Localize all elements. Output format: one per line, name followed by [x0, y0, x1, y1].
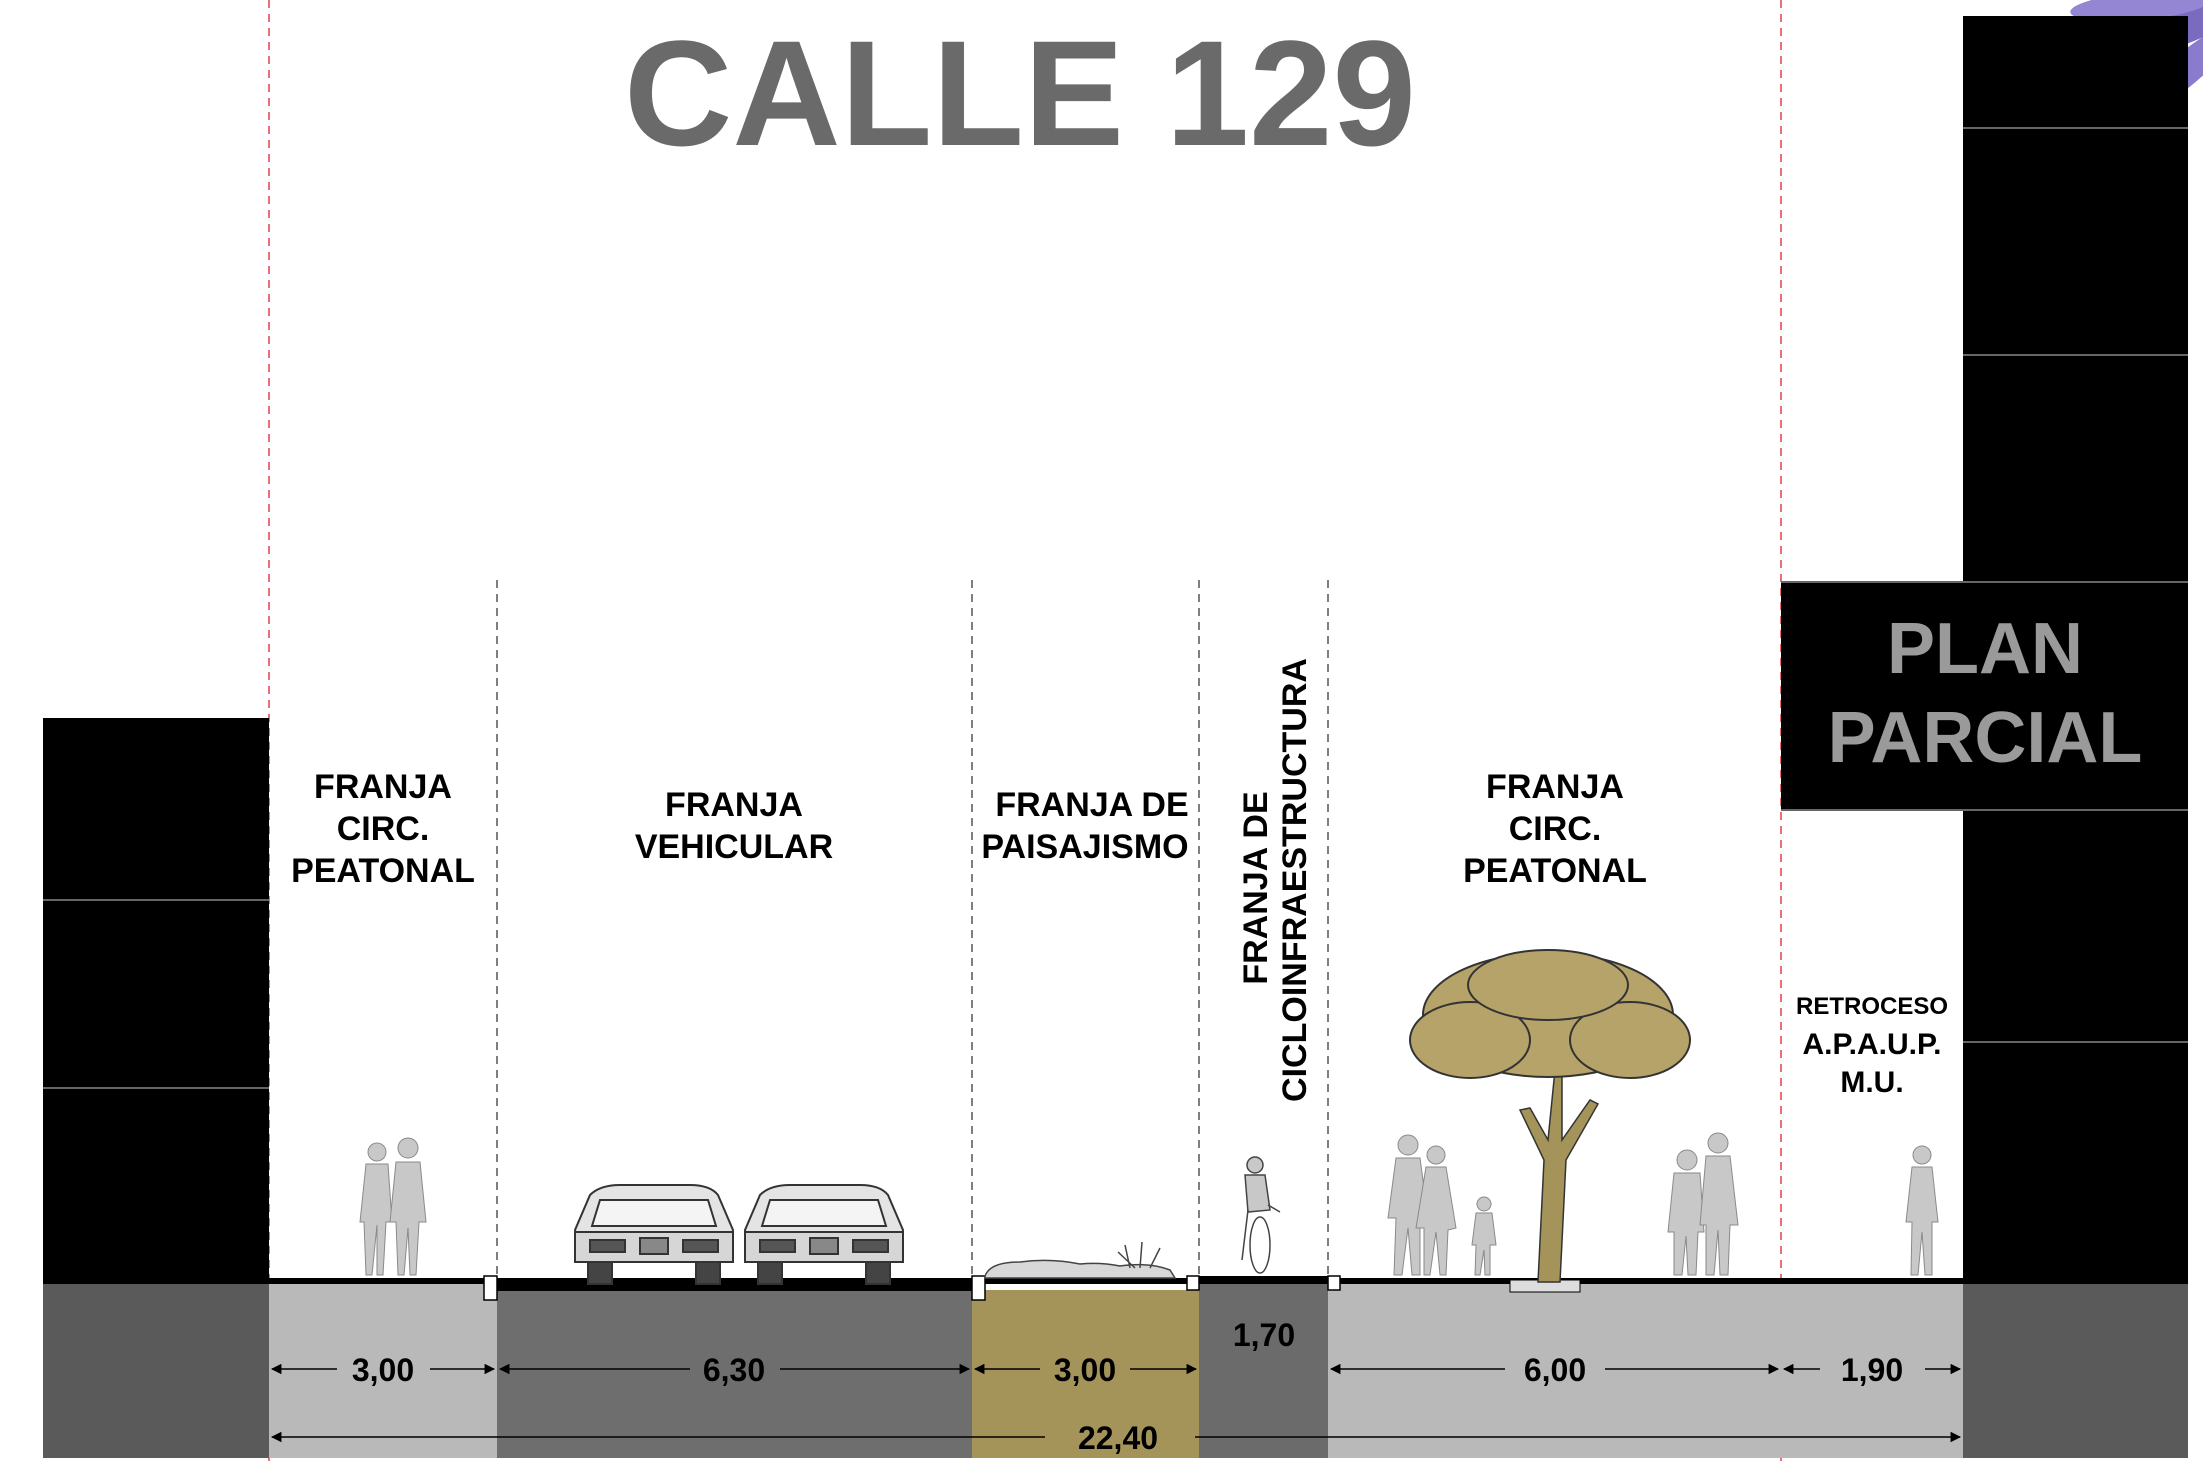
plan-parcial-box: PLAN PARCIAL	[1781, 581, 2188, 811]
label-retroceso-2: A.P.A.U.P.	[1803, 1028, 1942, 1061]
zone-labels: FRANJA CIRC. PEATONAL FRANJA VEHICULAR F…	[291, 658, 1948, 1102]
label-peatonal-left-1: FRANJA	[314, 768, 452, 806]
dim-retroceso: 1,90	[1841, 1352, 1903, 1388]
dim-total: 22,40	[1078, 1420, 1158, 1456]
car-icon	[573, 1184, 735, 1285]
label-peatonal-left-3: PEATONAL	[291, 852, 475, 890]
pedestrians-left-icon	[359, 1137, 427, 1276]
label-peatonal-right-1: FRANJA	[1486, 768, 1624, 806]
pedestrians-right-icon	[1387, 1132, 1939, 1276]
plan-parcial-line2: PARCIAL	[1828, 698, 2143, 778]
cyclist-icon	[1241, 1156, 1281, 1274]
label-peatonal-right-2: CIRC.	[1509, 810, 1602, 848]
label-paisajismo-2: PAISAJISMO	[981, 828, 1188, 866]
label-ciclo-2: CICLOINFRAESTRUCTURA	[1276, 658, 1314, 1102]
dim-paisajismo: 3,00	[1054, 1352, 1116, 1388]
ground-section	[43, 1275, 2188, 1458]
label-peatonal-left-2: CIRC.	[337, 810, 430, 848]
left-building	[43, 718, 269, 1278]
dim-peatonal-left: 3,00	[352, 1352, 414, 1388]
label-retroceso-1: RETROCESO	[1796, 993, 1948, 1020]
car-icon	[743, 1184, 905, 1285]
label-vehicular-2: VEHICULAR	[635, 828, 833, 866]
dim-vehicular: 6,30	[703, 1352, 765, 1388]
shrubs-icon	[984, 1241, 1177, 1279]
label-ciclo-1: FRANJA DE	[1237, 791, 1275, 984]
page-title: CALLE 129	[624, 9, 1416, 177]
label-paisajismo-1: FRANJA DE	[995, 786, 1188, 824]
dimension-values: 3,00 6,30 3,00 1,70 6,00 1,90 22,40	[352, 1317, 1903, 1456]
label-retroceso-3: M.U.	[1840, 1066, 1903, 1099]
dimension-lines	[270, 1363, 1962, 1443]
dim-peatonal-right: 6,00	[1524, 1352, 1586, 1388]
dim-ciclo: 1,70	[1233, 1317, 1295, 1353]
tree-icon	[1409, 949, 1691, 1283]
label-vehicular-1: FRANJA	[665, 786, 803, 824]
zone-dividers	[496, 580, 1329, 1285]
plan-parcial-line1: PLAN	[1887, 609, 2083, 689]
label-peatonal-right-3: PEATONAL	[1463, 852, 1647, 890]
